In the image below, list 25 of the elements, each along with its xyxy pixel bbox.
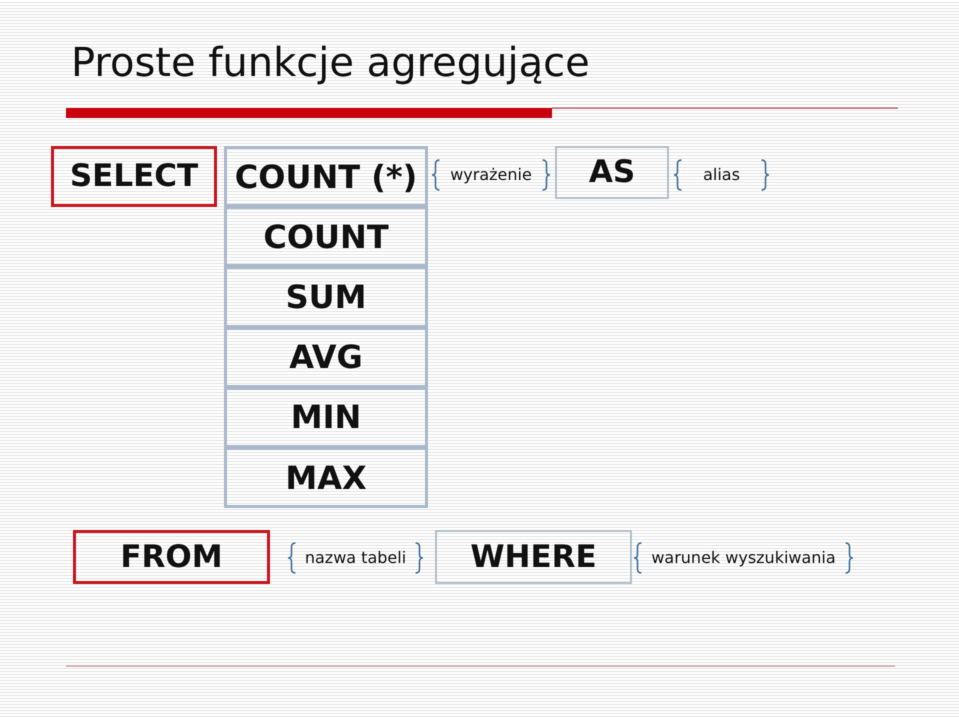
- function-name: COUNT (*): [234, 160, 418, 193]
- clause-box: [51, 146, 217, 207]
- function-box: [224, 386, 428, 448]
- keyword-box: [555, 146, 669, 199]
- function-name: COUNT: [263, 220, 389, 253]
- clause-box: [73, 530, 270, 584]
- function-name: AVG: [289, 341, 363, 374]
- function-name: MAX: [285, 462, 367, 494]
- function-box: [224, 206, 428, 268]
- sql-keyword: WHERE: [470, 542, 597, 572]
- placeholder-text: alias: [703, 166, 740, 184]
- function-box: [224, 266, 428, 328]
- slide-title: Proste funkcje agregujące: [71, 39, 590, 87]
- function-box: [224, 146, 428, 208]
- placeholder-text: warunek wyszukiwania: [651, 549, 836, 567]
- sql-keyword: AS: [588, 157, 636, 188]
- placeholder-text: nazwa tabeli: [304, 549, 406, 567]
- function-name: MIN: [290, 401, 362, 434]
- keyword-box: [435, 530, 632, 584]
- placeholder-text: wyrażenie: [450, 166, 532, 184]
- function-name: SUM: [286, 280, 366, 313]
- sql-keyword: FROM: [120, 542, 223, 572]
- function-box: [224, 326, 428, 388]
- function-box: [224, 447, 428, 508]
- sql-keyword: SELECT: [70, 161, 198, 192]
